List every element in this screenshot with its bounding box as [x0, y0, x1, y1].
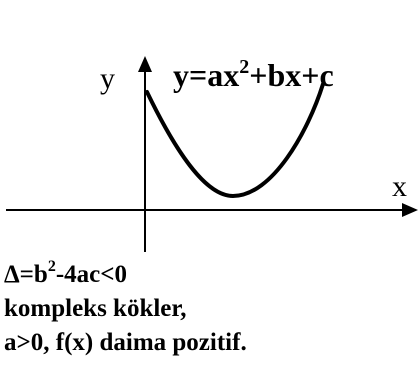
x-axis-label: x [392, 170, 407, 203]
y-axis-arrowhead [138, 56, 152, 72]
roots-line: kompleks kökler, [4, 295, 187, 322]
parabola-equation: y=ax2+bx+c [173, 56, 334, 93]
discriminant-prefix: Δ=b [4, 261, 48, 288]
positivity-line: a>0, f(x) daima pozitif. [4, 329, 247, 356]
y-axis-label: y [100, 62, 115, 95]
discriminant-suffix: -4ac<0 [55, 261, 127, 288]
equation-exponent: 2 [239, 56, 249, 78]
equation-prefix: y=ax [173, 57, 239, 93]
equation-suffix: +bx+c [249, 57, 333, 93]
caption: Δ=b2-4ac<0 kompleks kökler, a>0, f(x) da… [4, 258, 247, 360]
discriminant-line: Δ=b2-4ac<0 [4, 258, 247, 292]
x-axis-arrowhead [402, 203, 418, 217]
discriminant-exponent: 2 [47, 257, 56, 275]
parabola-curve [145, 82, 325, 199]
